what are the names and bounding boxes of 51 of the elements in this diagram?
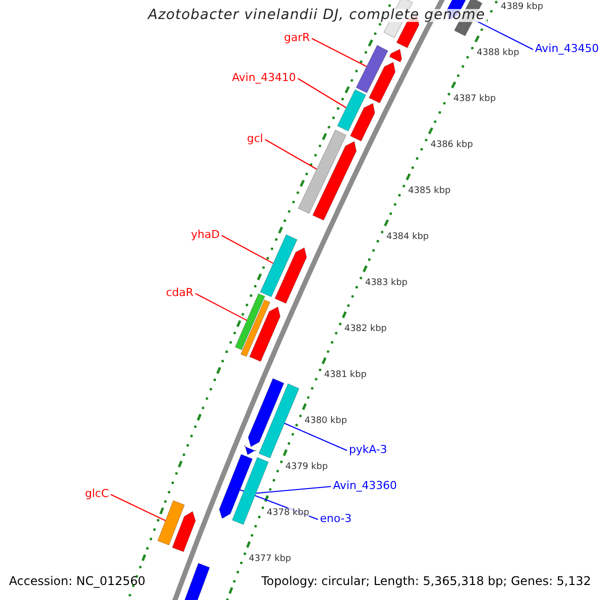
tick-label: 4387 kbp (453, 94, 496, 106)
gene-label: eno-3 (320, 512, 352, 525)
title: Azotobacter vinelandii DJ, complete genome (146, 9, 488, 22)
leader-line (312, 38, 367, 67)
gene-feature (368, 62, 396, 104)
gene-feature (240, 300, 270, 357)
tick-label: 4381 kbp (324, 370, 367, 382)
gene-feature (298, 130, 347, 214)
tick-label: 4385 kbp (408, 186, 451, 198)
gene-label: yhaD (191, 228, 220, 241)
gene-feature (232, 457, 269, 525)
gene-label: cdaR (166, 286, 194, 299)
tick-label: 4386 kbp (430, 140, 473, 152)
gene-feature (274, 247, 307, 304)
leader-line (284, 422, 348, 451)
gene-label: Avin_43410 (232, 71, 296, 84)
leader-line (264, 139, 317, 170)
leader-line (256, 486, 332, 494)
gene-label: Avin_43360 (333, 479, 397, 492)
tick-label: 4378 kbp (266, 508, 310, 519)
tick-label: 4383 kbp (365, 278, 408, 290)
leader-line (110, 494, 166, 522)
leader-line (298, 78, 346, 108)
tick-label: 4380 kbp (304, 416, 347, 428)
leader-line (195, 293, 248, 321)
genome-info-text: Topology: circular; Length: 5,365,318 bp; Genes: 5,132 (261, 574, 591, 589)
gene-feature (312, 141, 357, 221)
accession-text: Accession: NC_012560 (9, 574, 146, 589)
tick-label: 4379 kbp (285, 462, 328, 473)
tick-label: 4377 kbp (248, 554, 292, 565)
gene-label: glcC (85, 487, 109, 500)
gene-label: garR (284, 31, 310, 44)
gene-label: pykA-3 (349, 443, 388, 456)
tick-label: 4389 kbp (500, 2, 544, 14)
tick-label: 4382 kbp (344, 324, 387, 336)
gene-feature (356, 44, 388, 94)
gene-feature (260, 234, 298, 298)
gene-feature (249, 306, 281, 362)
gene-feature (248, 378, 284, 448)
gene-label: gcl (247, 132, 264, 145)
gene-feature (234, 293, 266, 350)
gene-feature (258, 383, 300, 458)
tick-label: 4384 kbp (386, 232, 429, 244)
tick-label: 4388 kbp (476, 48, 520, 60)
gene-label: Avin_43450 (535, 42, 599, 55)
gene-feature (218, 454, 253, 519)
gene-feature (172, 511, 196, 552)
leader-line (221, 235, 274, 264)
gene-feature (157, 500, 185, 546)
gene-feature (350, 102, 376, 142)
gene-feature (337, 89, 366, 132)
